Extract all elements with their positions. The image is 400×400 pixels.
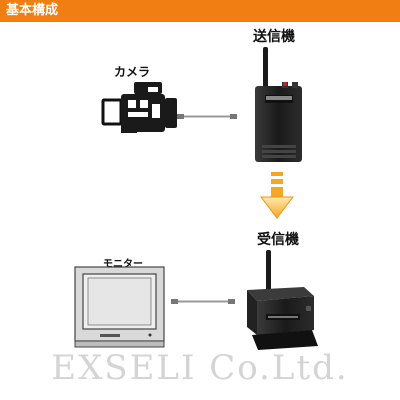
arrow-down-icon — [259, 172, 295, 219]
cable-icon — [177, 114, 237, 119]
camera-label: カメラ — [114, 65, 151, 79]
section-header: 基本構成 — [0, 0, 400, 22]
watermark-text: EXSELI Co.Ltd. — [51, 348, 349, 388]
camera-icon — [101, 82, 177, 133]
transmitter-icon — [255, 47, 302, 162]
section-title: 基本構成 — [6, 3, 59, 18]
receiver-icon — [247, 250, 318, 350]
monitor-label: モニター — [103, 259, 143, 270]
monitor-icon — [74, 266, 165, 348]
transmitter-label: 送信機 — [253, 29, 295, 45]
cable-icon — [171, 299, 235, 304]
receiver-label: 受信機 — [257, 232, 299, 248]
